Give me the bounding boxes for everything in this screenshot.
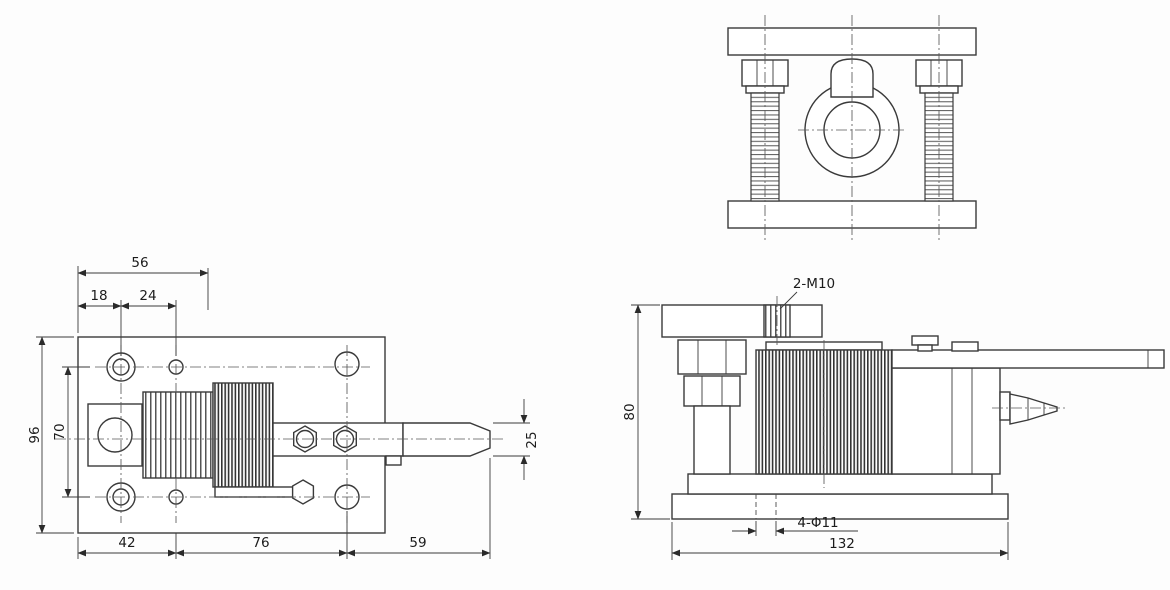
- dim-76-label: 76: [252, 535, 269, 551]
- bellows-section: [212, 382, 274, 488]
- sensor-body: [891, 367, 1001, 475]
- side-view: 80 2-M10 4-Φ11 132: [622, 276, 1165, 560]
- clamp-bolt-head: [291, 479, 315, 505]
- lever-arm: [891, 349, 1165, 369]
- dim-side-height: 80: [622, 304, 670, 520]
- base-step: [687, 473, 993, 495]
- fin-section: [142, 391, 214, 479]
- left-bolt-thread: [750, 92, 780, 202]
- hex-nut-lower: [683, 375, 741, 407]
- top-bolt-2: [951, 341, 979, 352]
- cable-gland-cone: [1009, 393, 1058, 425]
- dim-18-label: 18: [90, 288, 107, 304]
- right-bolt-thread: [924, 92, 954, 202]
- dim-96-label: 96: [27, 426, 43, 443]
- beam-tip: [402, 422, 491, 457]
- dim-overall-height: 96: [27, 336, 74, 534]
- top-bracket: [661, 304, 823, 338]
- dim-top-width: 56: [77, 255, 209, 333]
- dim-top-sub: 18 24: [77, 288, 177, 356]
- dim-132-label: 132: [829, 536, 855, 552]
- top-bolt-1-neck: [917, 344, 933, 352]
- dim-25-label: 25: [524, 431, 540, 448]
- boss-bore: [97, 417, 133, 453]
- callout-thread: 2-M10: [779, 276, 835, 310]
- dim-bottom-chain: 42 76 59: [77, 458, 491, 559]
- cable-gland-flange: [999, 391, 1011, 421]
- dim-59-label: 59: [409, 535, 426, 551]
- callout-4phi11-label: 4-Φ11: [797, 515, 838, 531]
- callout-base-holes: 4-Φ11: [732, 515, 858, 536]
- dim-56-label: 56: [131, 255, 148, 271]
- top-view: [727, 15, 977, 242]
- beam-step: [385, 455, 402, 466]
- dim-42-label: 42: [118, 535, 135, 551]
- dim-hole-spacing: 70: [52, 366, 90, 498]
- dim-80-label: 80: [622, 403, 638, 420]
- callout-2m10-label: 2-M10: [793, 276, 835, 292]
- dim-beam-height: 25: [493, 399, 540, 480]
- stud-cylinder: [693, 405, 731, 475]
- socket-screw-1-bore: [295, 429, 315, 449]
- top-bolt-1: [911, 335, 939, 346]
- dim-70-label: 70: [52, 423, 68, 440]
- clamp-bolt-shaft: [214, 486, 294, 498]
- dim-side-width: 132: [671, 522, 1009, 560]
- dim-24-label: 24: [139, 288, 156, 304]
- base-plate: [671, 493, 1009, 520]
- hex-nut-upper: [677, 339, 747, 375]
- left-boss-block: [87, 403, 143, 467]
- plan-view: 56 18 24 96 70 25: [27, 255, 540, 559]
